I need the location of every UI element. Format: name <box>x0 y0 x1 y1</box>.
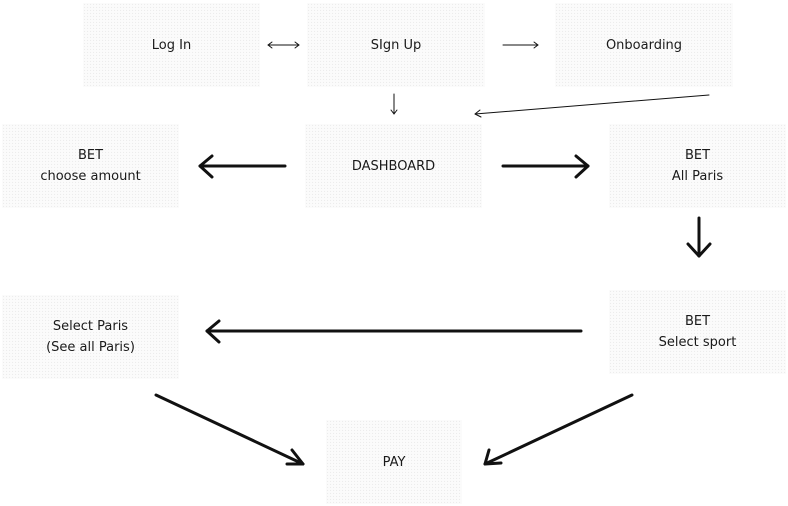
node-bet-amount: BET choose amount <box>2 124 179 208</box>
edge-bet-select-sport-pay <box>483 393 634 466</box>
edge-select-paris-pay <box>154 393 305 466</box>
edge-signup-onboarding <box>502 41 539 49</box>
node-login-label: Log In <box>151 37 192 53</box>
node-signup-label: SIgn Up <box>370 37 422 53</box>
edge-onboarding-dashboard <box>474 94 710 118</box>
edge-dashboard-bet-amount <box>198 154 287 179</box>
node-dashboard-label: DASHBOARD <box>351 158 436 174</box>
edge-login-signup <box>267 41 300 49</box>
node-signup: SIgn Up <box>307 3 485 87</box>
node-select-paris-label-1: Select Paris <box>52 319 129 334</box>
node-onboarding-label: Onboarding <box>605 37 683 53</box>
edge-dashboard-bet-all-paris <box>501 154 590 179</box>
node-login: Log In <box>83 3 260 87</box>
node-select-paris: Select Paris (See all Paris) <box>2 295 179 379</box>
node-pay: PAY <box>326 420 462 504</box>
node-bet-select-sport-label-1: BET <box>684 314 711 329</box>
edge-signup-dashboard <box>390 93 398 115</box>
node-onboarding: Onboarding <box>555 3 733 87</box>
node-bet-all-paris-label-1: BET <box>684 148 711 163</box>
node-bet-amount-label-1: BET <box>77 148 104 163</box>
node-bet-amount-label-2: choose amount <box>40 169 141 184</box>
node-bet-select-sport: BET Select sport <box>609 290 786 374</box>
edge-bet-all-paris-bet-select-sport <box>686 216 712 258</box>
node-bet-all-paris-label-2: All Paris <box>671 169 724 184</box>
node-pay-label: PAY <box>382 454 406 470</box>
node-bet-all-paris: BET All Paris <box>609 124 786 208</box>
node-bet-select-sport-label-2: Select sport <box>658 335 737 350</box>
node-dashboard: DASHBOARD <box>305 124 482 208</box>
edge-bet-select-sport-select-paris <box>205 319 583 344</box>
node-select-paris-label-2: (See all Paris) <box>46 340 135 355</box>
